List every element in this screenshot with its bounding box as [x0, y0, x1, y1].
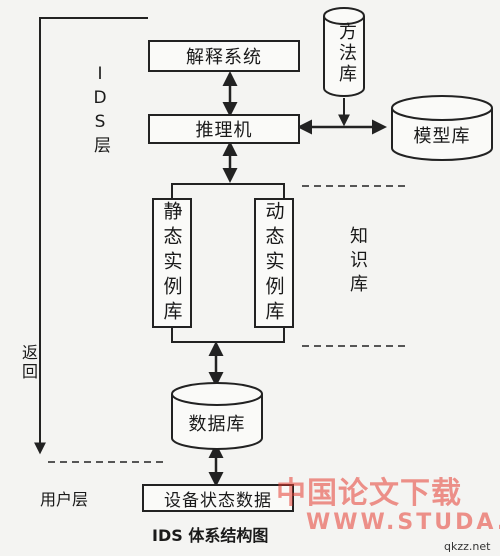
method-base-cylinder — [323, 7, 365, 97]
explain-system-box: 解释系统 — [148, 40, 300, 72]
device-status-box: 设备状态数据 — [142, 484, 294, 512]
knowledge-base-label: 知识库 — [347, 226, 368, 298]
dynamic-instance-box: 动态实例库 — [254, 198, 294, 328]
model-base-cylinder — [391, 95, 493, 161]
figure-caption: IDS 体系结构图 — [152, 526, 269, 545]
inference-engine-label: 推理机 — [195, 120, 253, 141]
return-label: 返回 — [19, 344, 38, 382]
static-instance-label: 静态实例库 — [160, 200, 183, 326]
device-status-label: 设备状态数据 — [164, 490, 272, 511]
inference-engine-box: 推理机 — [148, 114, 300, 144]
model-base-label: 模型库 — [413, 126, 471, 147]
explain-system-label: 解释系统 — [186, 47, 262, 68]
static-instance-box: 静态实例库 — [152, 198, 192, 328]
return-line — [34, 17, 148, 455]
watermark-domain: qkzz.net — [444, 540, 491, 553]
bracket-bottom — [171, 328, 285, 343]
dynamic-instance-label: 动态实例库 — [262, 200, 285, 326]
method-base-label: 方法库 — [336, 22, 357, 85]
watermark-en: WWW.STUDA. — [306, 510, 500, 535]
ids-layer-label: IDS层 — [90, 64, 110, 157]
database-label: 数据库 — [188, 414, 246, 435]
bracket-top — [171, 183, 285, 198]
database-cylinder — [171, 382, 263, 450]
user-layer-label: 用户层 — [40, 490, 89, 509]
watermark-cn: 中国论文下载 — [276, 476, 462, 511]
